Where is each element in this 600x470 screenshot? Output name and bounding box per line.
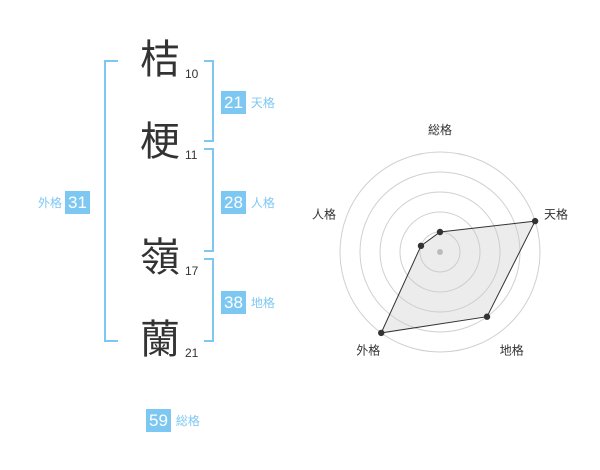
stroke-count-3: 17 — [185, 264, 199, 278]
radar-point-4 — [378, 329, 385, 337]
gaikaku-label: 外格 — [38, 196, 63, 210]
radar-axis-label-2: 天格 — [544, 206, 568, 221]
radar-point-3 — [483, 313, 491, 320]
tenkaku-label: 天格 — [250, 96, 275, 110]
soukaku-badge: 59 総格 — [146, 409, 205, 432]
radar-point-2 — [531, 217, 539, 225]
stroke-count-4: 21 — [185, 346, 199, 360]
radar-axis-label-5: 人格 — [312, 206, 336, 221]
jinkaku-bracket — [204, 148, 214, 252]
gaikaku-value: 31 — [65, 191, 90, 214]
tenkaku-bracket — [204, 60, 214, 142]
stroke-count-1: 10 — [185, 67, 199, 81]
radar-area — [380, 220, 536, 334]
soukaku-label: 総格 — [175, 414, 200, 428]
name-char-1: 桔 — [140, 37, 180, 83]
tenkaku-value: 21 — [221, 91, 246, 114]
jinkaku-label: 人格 — [250, 196, 275, 210]
jinkaku-value: 28 — [221, 191, 246, 214]
tenkaku-badge: 21 天格 — [221, 91, 280, 114]
radar-axis-label-1: 総格 — [428, 122, 452, 137]
name-char-4: 蘭 — [140, 317, 180, 363]
radar-point-1 — [436, 228, 444, 236]
soukaku-value: 59 — [146, 409, 171, 432]
radar-center — [437, 249, 443, 255]
chikaku-value: 38 — [221, 291, 246, 314]
chikaku-label: 地格 — [250, 296, 275, 310]
radar-ring-5 — [339, 151, 541, 353]
chikaku-badge: 38 地格 — [221, 291, 280, 314]
radar-ring-3 — [379, 191, 501, 313]
jinkaku-badge: 28 人格 — [221, 191, 280, 214]
gaikaku-badge: 外格 31 — [38, 191, 90, 214]
name-char-2: 梗 — [140, 119, 180, 165]
radar-point-5 — [417, 242, 425, 250]
radar-axis-label-4: 外格 — [356, 343, 380, 358]
gaikaku-bracket — [104, 60, 118, 342]
chikaku-bracket — [204, 258, 214, 342]
name-char-3: 嶺 — [140, 235, 180, 281]
stroke-count-2: 11 — [185, 148, 198, 162]
radar-ring-2 — [399, 211, 481, 293]
radar-axis-label-3: 地格 — [500, 343, 524, 358]
